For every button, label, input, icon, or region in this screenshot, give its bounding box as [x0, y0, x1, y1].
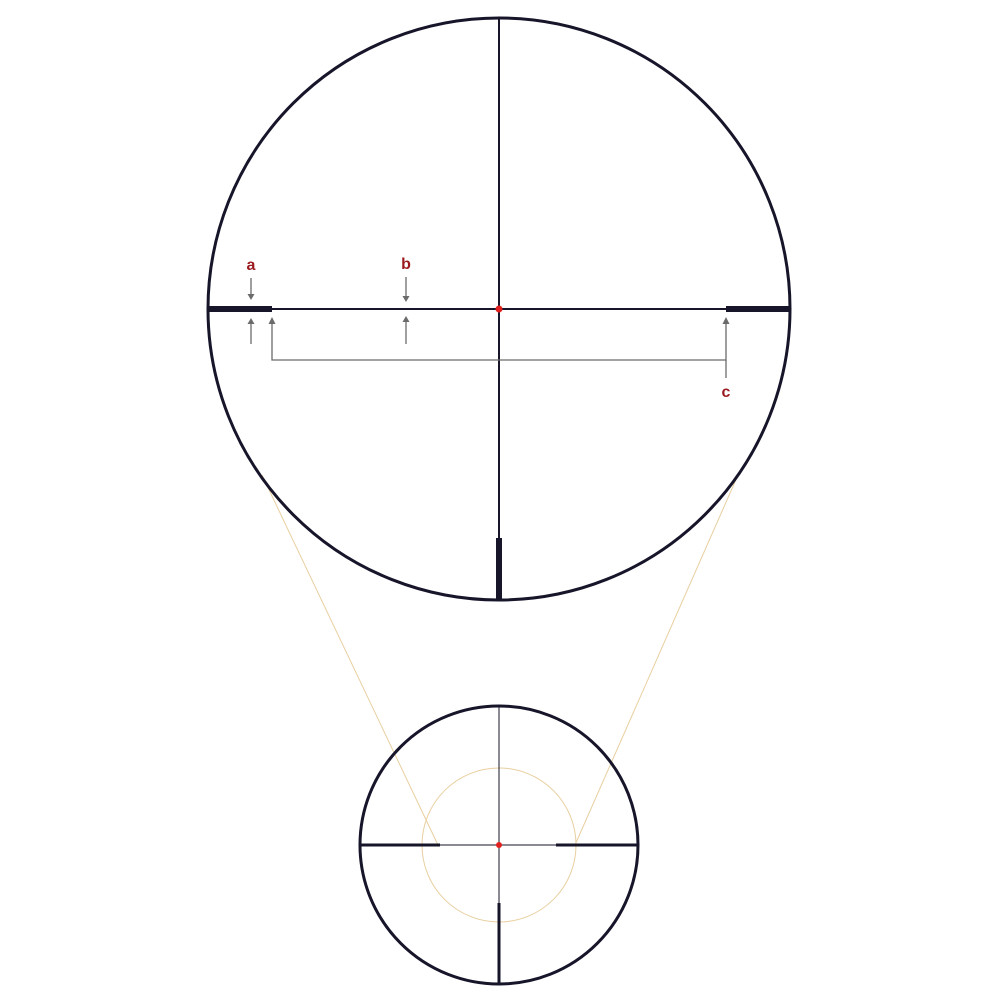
dimension-b: b — [401, 256, 411, 344]
zoom-guide-right — [574, 474, 739, 846]
overview-aim-dot — [496, 842, 502, 848]
zoom-guides — [261, 474, 739, 846]
dimension-c-arrowhead-left — [268, 317, 276, 324]
overview-left-post — [360, 843, 440, 847]
dimension-b-arrowhead-top — [402, 296, 410, 302]
overview-right-post — [556, 843, 638, 847]
detail-aim-dot — [495, 305, 503, 313]
dimension-c-bracket — [271, 320, 727, 361]
dimension-a-arrowhead-bottom — [247, 318, 255, 324]
dimension-markers: a b c — [247, 256, 731, 401]
dimension-c: c — [268, 317, 731, 401]
detail-bottom-post — [496, 538, 502, 600]
zoom-guide-left — [261, 474, 439, 846]
dimension-a-arrowhead-top — [247, 294, 255, 300]
dimension-c-label: c — [722, 384, 731, 401]
reticle-overview — [358, 704, 640, 986]
dimension-a: a — [247, 257, 256, 344]
dimension-b-label: b — [401, 256, 411, 273]
detail-left-post — [208, 306, 272, 312]
dimension-c-arrowhead-right — [722, 317, 730, 324]
overview-bottom-post — [497, 903, 501, 984]
dimension-a-label: a — [247, 257, 256, 274]
reticle-detail-view — [206, 16, 792, 602]
detail-right-post — [726, 306, 790, 312]
dimension-b-arrowhead-bottom — [402, 316, 410, 322]
